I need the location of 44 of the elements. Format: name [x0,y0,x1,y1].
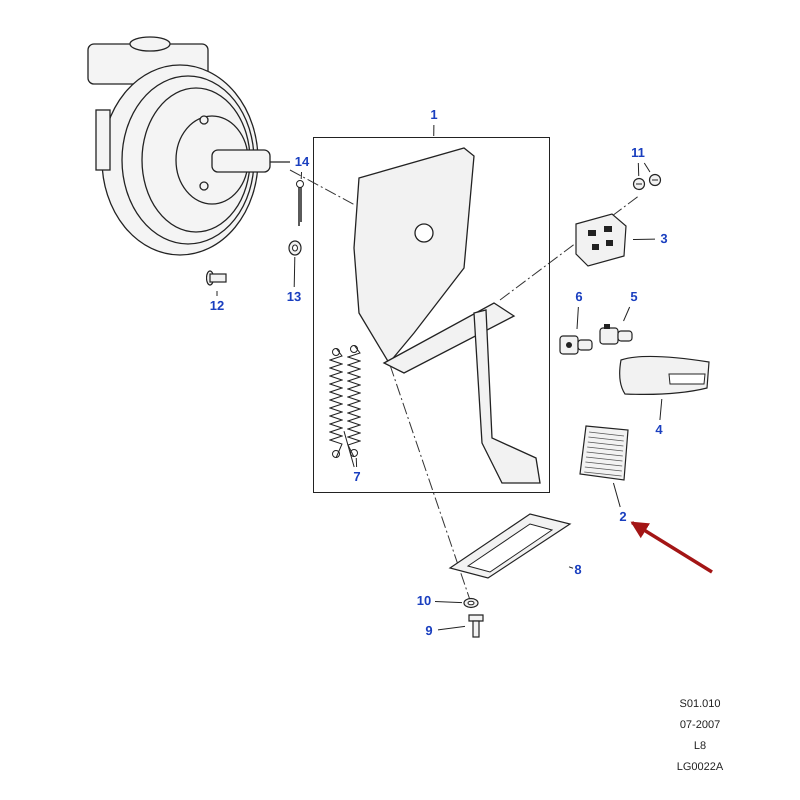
leader-line [623,306,630,322]
callout-number: 12 [207,297,227,315]
callout-number: 11 [628,144,648,162]
leader-line [612,482,621,508]
callout-number: 2 [615,508,631,526]
drawing-reference: LG0022A [676,761,724,773]
screw-drawing [632,177,646,191]
leader-line [638,162,640,176]
washer-drawing [463,597,479,609]
leader-line [632,238,656,240]
washer-drawing [288,240,302,256]
callout-number: 7 [349,468,365,486]
drawing-reference: S01.010 [678,698,722,710]
callout-number: 5 [626,288,642,306]
leader-line [644,162,650,172]
leader-line [294,256,296,288]
bolt-drawing [466,612,486,638]
leader-line [438,626,466,630]
screw-drawing [648,173,662,187]
callout-number: 4 [651,421,667,439]
callout-number: 13 [284,288,304,306]
spring-drawing [347,345,361,457]
leader-line [356,458,358,468]
gasket-plate-drawing [448,512,572,580]
callout-number: 1 [426,106,442,124]
leader-line [216,290,218,296]
leader-line [659,398,662,420]
leader-line [576,306,579,330]
drawing-reference: 07-2007 [678,719,722,731]
callout-number: 8 [570,561,586,579]
arrow [630,521,713,574]
callout-number: 6 [571,288,587,306]
drawing-reference: L8 [692,740,708,752]
leader-line [434,600,462,604]
leader-line [568,566,574,569]
spring-drawing [329,348,343,458]
assembly-frame [313,137,550,493]
callout-number: 10 [414,592,434,610]
split-pin-drawing [295,180,305,228]
leader-line [300,172,302,180]
callout-number: 9 [421,622,437,640]
callout-number: 14 [292,153,312,171]
callout-number: 3 [656,230,672,248]
leader-line [433,124,434,136]
